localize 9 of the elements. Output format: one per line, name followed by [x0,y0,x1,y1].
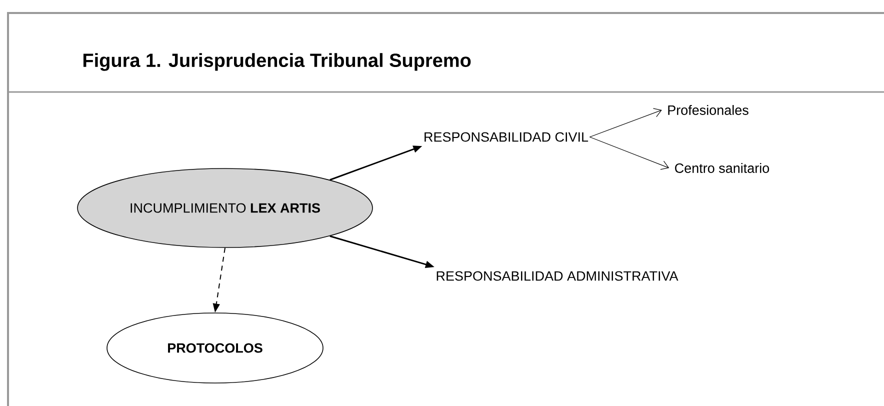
text-label: Profesionales [668,105,748,115]
text-label: RESPONSABILIDAD ADMINISTRATIVA [436,271,678,281]
figure-title: Figura 1. Jurisprudencia Tribunal Supremo [83,53,471,71]
arrow [589,108,662,138]
arrow [589,136,670,170]
text-label: RESPONSABILIDAD CIVIL [424,132,588,142]
ellipse-node: PROTOCOLOS [106,312,324,384]
ellipse-node: INCUMPLIMIENTO LEX ARTIS [77,168,373,248]
text-label: Centro sanitario [675,163,770,173]
